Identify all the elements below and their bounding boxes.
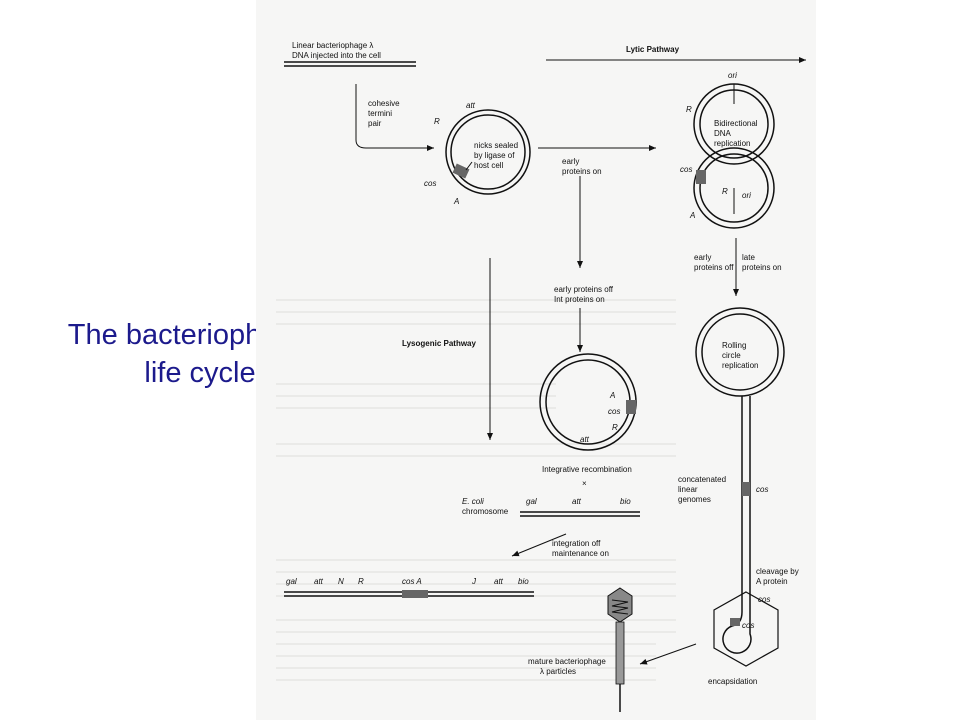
lys-label-cos: cos (608, 407, 620, 416)
lytic-label-R: R (686, 105, 692, 114)
lytic-label-A: A (689, 211, 695, 220)
chr-bio-label: bio (620, 497, 631, 506)
mature-arrow (639, 643, 697, 665)
pro-att2: att (494, 577, 504, 586)
lytic-label-ori2: ori (742, 191, 751, 200)
cos-lower-label: cos (758, 595, 770, 604)
early-off-label-2: proteins off (694, 263, 734, 272)
cohesive-arrow (355, 84, 434, 151)
lytic-label-cos: cos (680, 165, 692, 174)
nick-pointer (465, 161, 473, 171)
concatemer-cos-block (742, 482, 750, 496)
integration-label-1: integration off (552, 539, 601, 548)
chr-gal-label: gal (526, 497, 537, 506)
prophage-cos-block (402, 590, 428, 598)
lytic-cos-block (696, 170, 706, 184)
concat-cos-label: cos (756, 485, 768, 494)
cleavage-label-2: A protein (756, 577, 788, 586)
late-on-label-1: late (742, 253, 755, 262)
lifecycle-diagram-scan: Linear bacteriophage λ DNA injected into… (256, 0, 816, 720)
concat-label-3: genomes (678, 495, 711, 504)
phage-head (607, 587, 633, 623)
rolling-label-1: Rolling (722, 341, 746, 350)
circular-dna-outer (445, 109, 531, 195)
pro-att1: att (314, 577, 324, 586)
int-label-1: early proteins off (554, 285, 614, 294)
integration-arrow (511, 533, 567, 557)
pro-J: J (471, 577, 477, 586)
linear-dna-label-1: Linear bacteriophage λ (292, 41, 373, 50)
nicks-label-2: by ligase of (474, 151, 515, 160)
rolling-circle-inner (701, 313, 779, 391)
bidirectional-label-1: Bidirectional (714, 119, 758, 128)
lysogenic-cos-block (626, 400, 636, 414)
title-line-2: life cycle (144, 357, 256, 389)
cohesive-label-1: cohesive (368, 99, 400, 108)
label-att: att (466, 101, 476, 110)
chromosome-label: chromosome (462, 507, 509, 516)
int-label-2: Int proteins on (554, 295, 605, 304)
integrative-label: Integrative recombination (542, 465, 632, 474)
pro-N: N (338, 577, 344, 586)
label-R: R (434, 117, 440, 126)
integrative-cross: × (582, 479, 587, 488)
lytic-label-R2: R (722, 187, 728, 196)
late-on-label-2: proteins on (742, 263, 782, 272)
early-off-label-1: early (694, 253, 711, 262)
nicks-label-3: host cell (474, 161, 504, 170)
lys-label-att: att (580, 435, 590, 444)
pro-gal: gal (286, 577, 297, 586)
chr-att-label: att (572, 497, 582, 506)
label-A: A (453, 197, 459, 206)
linear-dna-label-2: DNA injected into the cell (292, 51, 381, 60)
pro-cosA: cos A (402, 577, 422, 586)
mature-label-2: λ particles (540, 667, 576, 676)
lytic-pathway-label: Lytic Pathway (626, 45, 680, 54)
lys-label-R: R (612, 423, 618, 432)
cohesive-label-2: termini (368, 109, 392, 118)
replication-circle-bottom-outer (693, 147, 775, 229)
lysogenic-pathway-label: Lysogenic Pathway (402, 339, 477, 348)
label-cos: cos (424, 179, 436, 188)
encapsidation-label: encapsidation (708, 677, 757, 686)
mature-label-1: mature bacteriophage (528, 657, 606, 666)
lys-label-A: A (609, 391, 615, 400)
cos-site-block (452, 163, 470, 179)
cohesive-label-3: pair (368, 119, 382, 128)
circular-dna-inner (450, 114, 526, 190)
early-label-1: early (562, 157, 579, 166)
rolling-circle-outer (695, 307, 785, 397)
phage-head-dna (611, 599, 629, 615)
pro-R: R (358, 577, 364, 586)
lifecycle-diagram: Linear bacteriophage λ DNA injected into… (256, 0, 816, 720)
early-label-2: proteins on (562, 167, 602, 176)
ecoli-label: E. coli (462, 497, 484, 506)
lytic-label-ori: ori (728, 71, 737, 80)
rolling-label-3: replication (722, 361, 758, 370)
bidirectional-label-3: replication (714, 139, 750, 148)
replication-circle-bottom-inner (699, 153, 769, 223)
phage-tail (615, 621, 625, 685)
cleavage-label-1: cleavage by (756, 567, 799, 576)
bidirectional-label-2: DNA (714, 129, 732, 138)
rolling-label-2: circle (722, 351, 741, 360)
page-background (256, 0, 816, 720)
capsid-hexagon (713, 591, 779, 667)
concat-label-2: linear (678, 485, 698, 494)
integration-label-2: maintenance on (552, 549, 609, 558)
cos-inner-label: cos (742, 621, 754, 630)
concat-label-1: concatenated (678, 475, 726, 484)
pro-bio: bio (518, 577, 529, 586)
nicks-label-1: nicks sealed (474, 141, 518, 150)
capsid-cos-block (730, 618, 740, 626)
